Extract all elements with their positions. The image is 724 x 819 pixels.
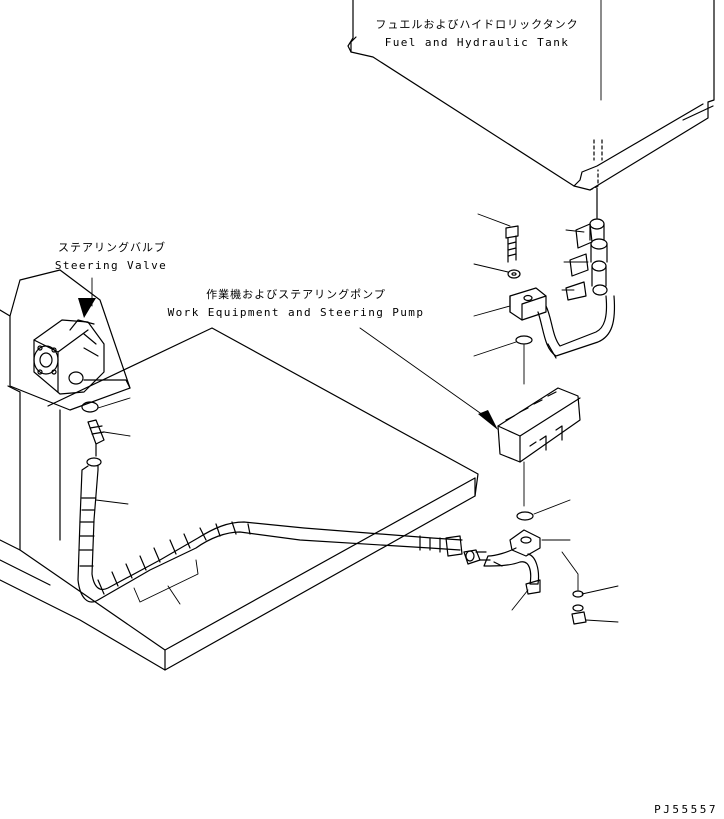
steering-valve-label-en: Steering Valve	[54, 259, 168, 272]
steering-valve-label-jp: ステアリングバルブ	[58, 241, 166, 254]
steering-valve	[33, 319, 105, 395]
fuel-hydraulic-tank	[347, 0, 715, 191]
delivery-elbow	[463, 529, 587, 625]
machine-frame	[0, 269, 479, 671]
work-equipment-steering-pump	[497, 344, 581, 521]
drawing-code: PJ55557	[654, 803, 718, 816]
suction-pipe	[505, 225, 616, 359]
tank-label-jp: フュエルおよびハイドロリックタンク	[375, 18, 579, 31]
leader-lines	[91, 213, 619, 623]
hydraulic-hose	[77, 401, 463, 603]
pump-label-jp: 作業機およびステアリングポンプ	[206, 288, 386, 301]
tank-label-en: Fuel and Hydraulic Tank	[384, 36, 570, 49]
tank-outlet-fittings	[565, 187, 608, 301]
arrowheads	[78, 298, 498, 430]
pump-label-en: Work Equipment and Steering Pump	[167, 306, 425, 319]
